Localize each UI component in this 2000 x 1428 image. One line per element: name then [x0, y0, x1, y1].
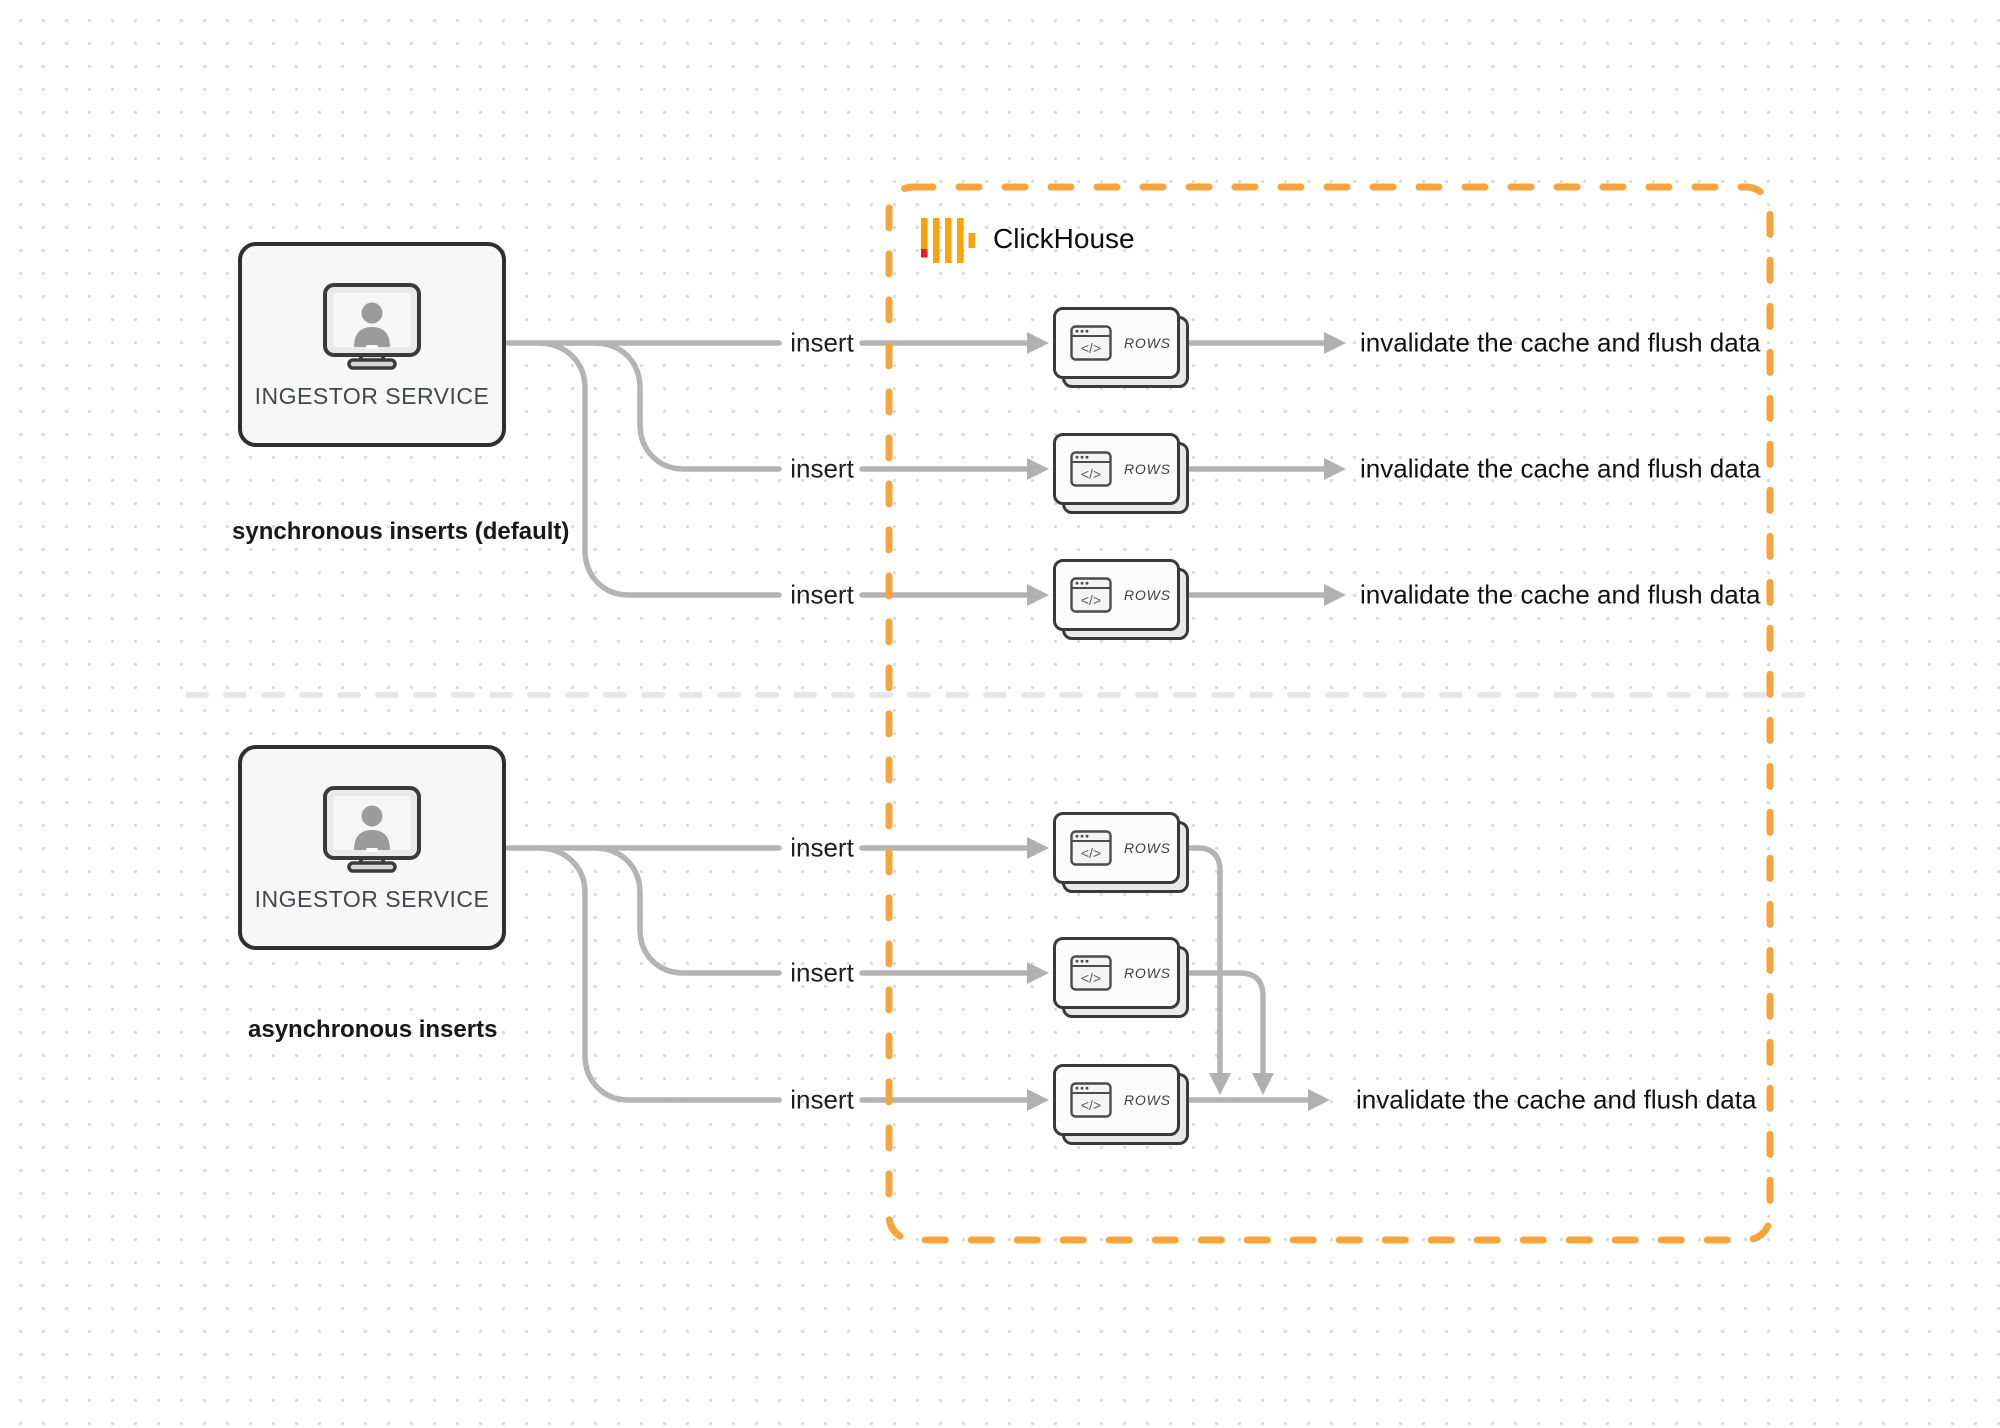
rows-card: </> ROWS — [1053, 307, 1189, 388]
code-glyph: </> — [1081, 845, 1101, 861]
rows-card-front: </> ROWS — [1053, 559, 1180, 631]
rows-card-label: ROWS — [1124, 1092, 1171, 1108]
code-window-icon: </> — [1070, 955, 1112, 991]
rows-card-front: </> ROWS — [1053, 812, 1180, 884]
arrowheads — [1027, 332, 1346, 1111]
insert-label: insert — [790, 579, 854, 610]
result-label: invalidate the cache and flush data — [1360, 453, 1761, 484]
ingestor-service-node-sync: INGESTOR SERVICE — [238, 242, 506, 447]
sync-arrowhead-row2 — [1027, 458, 1049, 480]
ingestor-service-label: INGESTOR SERVICE — [254, 383, 490, 409]
sync-result-arrowhead-row2 — [1324, 458, 1346, 480]
sync-arrowhead-row1 — [1027, 332, 1049, 354]
code-window-icon: </> — [1070, 577, 1112, 613]
async-wire-row2-branch — [593, 845, 782, 976]
rows-card-front: </> ROWS — [1053, 1064, 1180, 1136]
code-window-icon: </> — [1070, 451, 1112, 487]
async-merge-arrowhead-row2 — [1252, 1073, 1274, 1095]
result-label: invalidate the cache and flush data — [1360, 579, 1761, 610]
sync-result-arrowhead-row3 — [1324, 584, 1346, 606]
async-arrowhead-row3 — [1027, 1089, 1049, 1111]
rows-card-label: ROWS — [1124, 335, 1171, 351]
rows-card: </> ROWS — [1053, 1064, 1189, 1145]
clickhouse-dashed-frame — [885, 183, 1774, 1244]
result-label: invalidate the cache and flush data — [1356, 1084, 1757, 1115]
rows-card-front: </> ROWS — [1053, 307, 1180, 379]
async-section-caption: asynchronous inserts — [248, 1016, 498, 1043]
rows-card: </> ROWS — [1053, 559, 1189, 640]
rows-card: </> ROWS — [1053, 812, 1189, 893]
sync-arrowhead-row3 — [1027, 584, 1049, 606]
monitor-user-icon — [323, 786, 421, 873]
code-glyph: </> — [1081, 592, 1101, 608]
insert-label: insert — [790, 453, 854, 484]
code-glyph: </> — [1081, 1097, 1101, 1113]
async-merge-arrowhead-row1 — [1209, 1073, 1231, 1095]
async-merge-wire-row1 — [1179, 845, 1223, 1076]
insert-label: insert — [790, 327, 854, 358]
code-glyph: </> — [1081, 340, 1101, 356]
clickhouse-logo: ClickHouse — [921, 214, 1135, 264]
ingestor-service-label: INGESTOR SERVICE — [254, 886, 490, 912]
rows-card: </> ROWS — [1053, 937, 1189, 1018]
rows-card-label: ROWS — [1124, 587, 1171, 603]
sync-result-arrowhead-row1 — [1324, 332, 1346, 354]
rows-card-front: </> ROWS — [1053, 937, 1180, 1009]
rows-card-label: ROWS — [1124, 461, 1171, 477]
rows-card-label: ROWS — [1124, 840, 1171, 856]
sync-wire-row2-branch — [593, 340, 782, 472]
rows-card-label: ROWS — [1124, 965, 1171, 981]
code-window-icon: </> — [1070, 325, 1112, 361]
async-wire-row3-branch — [537, 845, 782, 1103]
async-arrowhead-row2 — [1027, 962, 1049, 984]
async-result-arrowhead — [1308, 1089, 1330, 1111]
sync-wire-row3-branch — [537, 340, 782, 598]
clickhouse-bars-icon — [921, 218, 975, 263]
code-window-icon: </> — [1070, 1082, 1112, 1118]
async-merge-wire-row2 — [1179, 970, 1266, 1076]
gray-wires — [505, 340, 1327, 1103]
result-label: invalidate the cache and flush data — [1360, 327, 1761, 358]
rows-card-front: </> ROWS — [1053, 433, 1180, 505]
insert-label: insert — [790, 1084, 854, 1115]
code-glyph: </> — [1081, 466, 1101, 482]
ingestor-service-node-async: INGESTOR SERVICE — [238, 745, 506, 950]
code-window-icon: </> — [1070, 830, 1112, 866]
insert-label: insert — [790, 957, 854, 988]
insert-label: insert — [790, 832, 854, 863]
rows-card: </> ROWS — [1053, 433, 1189, 514]
code-glyph: </> — [1081, 970, 1101, 986]
clickhouse-title: ClickHouse — [993, 223, 1135, 254]
monitor-user-icon — [323, 283, 421, 370]
async-arrowhead-row1 — [1027, 837, 1049, 859]
sync-section-caption: synchronous inserts (default) — [232, 518, 570, 545]
